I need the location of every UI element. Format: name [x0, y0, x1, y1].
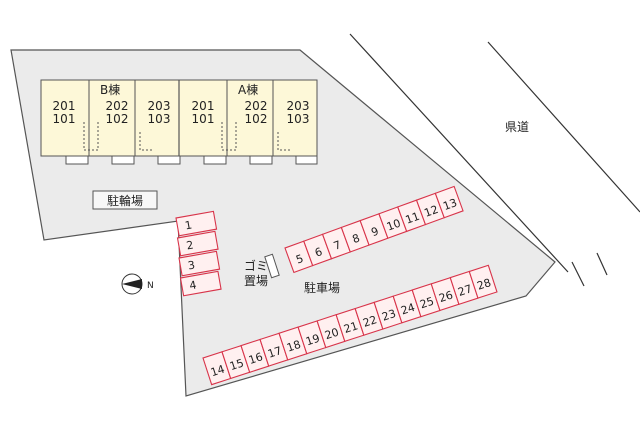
- svg-text:N: N: [147, 281, 154, 291]
- building-a-name: A棟: [238, 82, 258, 97]
- parking-stall-number: 17: [266, 344, 283, 361]
- parking-stall-number: 18: [285, 338, 302, 355]
- unit-a-102: 102: [245, 112, 268, 126]
- parking-stall-number: 26: [437, 288, 454, 305]
- parking-stall-number: 7: [332, 238, 343, 253]
- unit-a-203: 203: [287, 99, 310, 113]
- parking-stall-12: 12: [415, 192, 445, 226]
- parking-lot-label: 駐車場: [304, 280, 340, 295]
- parking-stall-1: 1: [175, 210, 218, 237]
- unit-a-101: 101: [192, 112, 215, 126]
- parking-stall-number: 4: [188, 278, 197, 292]
- parking-stall-number: 27: [456, 282, 473, 299]
- parking-stall-24: 24: [392, 289, 422, 324]
- road-tick-2: [596, 252, 608, 276]
- parking-stall-number: 25: [418, 295, 435, 312]
- unit-b-102: 102: [106, 112, 129, 126]
- parking-stall-28: 28: [468, 264, 498, 299]
- parking-stall-26: 26: [430, 276, 460, 312]
- parking-stall-4: 4: [179, 270, 222, 297]
- unit-b-201: 201: [53, 99, 76, 113]
- parking-stall-number: 2: [185, 238, 194, 252]
- building-entrance-notches: [65, 155, 318, 165]
- building-b-name: B棟: [100, 82, 120, 97]
- parking-stall-number: 14: [209, 363, 226, 380]
- parking-stall-number: 15: [228, 356, 245, 373]
- road-edge-inner: [349, 33, 569, 273]
- parking-stall-13: 13: [434, 185, 464, 219]
- parking-stall-number: 6: [313, 245, 324, 260]
- parking-stall-number: 20: [323, 326, 340, 343]
- unit-a-201: 201: [192, 99, 215, 113]
- parking-stall-number: 5: [294, 252, 305, 267]
- parking-stall-18: 18: [278, 326, 308, 361]
- parking-stall-number: 13: [441, 196, 459, 213]
- parking-stall-number: 23: [380, 307, 397, 324]
- parking-stall-23: 23: [373, 295, 403, 330]
- parking-stall-number: 22: [361, 313, 378, 330]
- parking-stall-number: 19: [304, 332, 321, 349]
- parking-stall-19: 19: [297, 320, 327, 355]
- parking-stall-27: 27: [449, 270, 479, 305]
- bicycle-parking-label: 駐輪場: [107, 193, 143, 208]
- unit-b-101: 101: [53, 112, 76, 126]
- parking-stall-number: 1: [184, 218, 193, 232]
- road-edge-outer: [487, 41, 640, 213]
- parking-stall-17: 17: [259, 332, 289, 367]
- parking-stall-number: 21: [342, 319, 359, 336]
- parking-stall-number: 8: [351, 231, 362, 246]
- north-arrow-icon: N: [121, 273, 154, 295]
- parking-stall-number: 10: [385, 217, 403, 234]
- parking-stall-number: 3: [187, 258, 196, 272]
- parking-stall-2: 2: [176, 230, 219, 257]
- parking-stall-number: 11: [404, 210, 422, 227]
- garbage-area-box: [264, 253, 280, 279]
- parking-column-1-4: 1 2 3 4: [175, 210, 222, 297]
- prefectural-road-label: 県道: [505, 120, 529, 134]
- garbage-area-label-2: 置場: [244, 274, 268, 288]
- parking-stall-14: 14: [202, 351, 232, 386]
- parking-stall-number: 9: [369, 225, 380, 240]
- unit-a-202: 202: [245, 99, 268, 113]
- unit-a-103: 103: [287, 112, 310, 126]
- parking-stall-22: 22: [354, 301, 384, 336]
- unit-b-203: 203: [148, 99, 171, 113]
- parking-stall-11: 11: [397, 199, 427, 233]
- unit-dividers: [83, 80, 290, 156]
- parking-stall-5: 5: [284, 240, 314, 274]
- parking-stall-20: 20: [316, 314, 346, 349]
- parking-stall-25: 25: [411, 283, 441, 318]
- parking-stall-number: 28: [475, 276, 492, 293]
- parking-stall-number: 24: [399, 301, 416, 318]
- unit-b-202: 202: [106, 99, 129, 113]
- bicycle-parking-box: [92, 190, 158, 210]
- parking-stall-15: 15: [221, 344, 251, 380]
- parking-stall-number: 16: [247, 350, 264, 367]
- unit-b-103: 103: [148, 112, 171, 126]
- garbage-area-label-1: ゴミ: [244, 258, 268, 273]
- parking-stall-number: 12: [422, 203, 440, 220]
- parking-stall-3: 3: [178, 250, 221, 277]
- road-tick-1: [571, 261, 585, 287]
